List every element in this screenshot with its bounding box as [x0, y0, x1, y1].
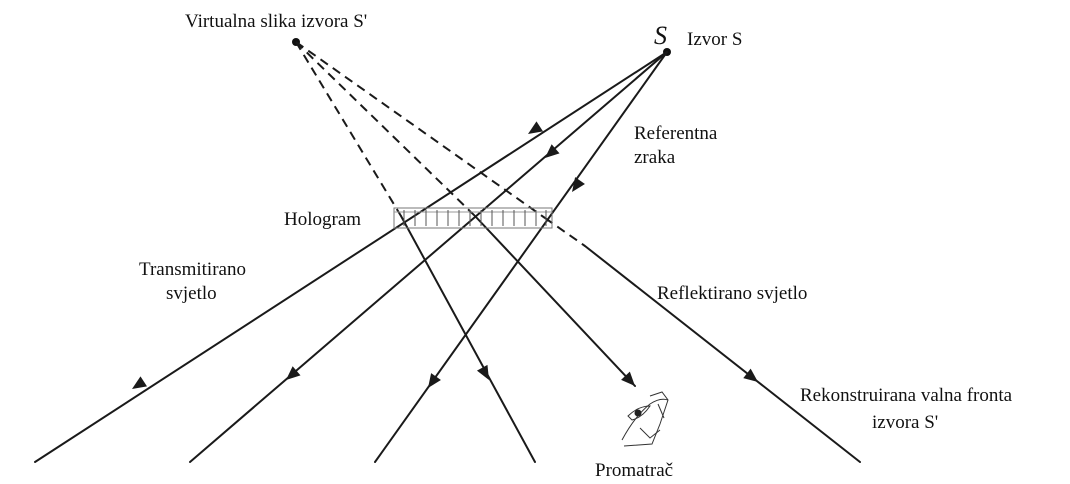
- hologram-label: Hologram: [284, 209, 361, 230]
- arrow-ref-2-upper: [545, 144, 560, 158]
- reference-beam-label-line2: zraka: [634, 147, 676, 168]
- source-label: Izvor S: [687, 29, 742, 50]
- observer-cheek: [639, 427, 661, 439]
- hologram-fringes: [403, 210, 547, 226]
- arrow-ref-1-lower: [132, 376, 148, 389]
- arrow-ref-2-lower: [286, 366, 301, 380]
- arrow-ref-3-lower: [428, 373, 441, 388]
- reference-arrows: [132, 121, 585, 389]
- reference-ray-2: [189, 51, 668, 463]
- eye-icon: [621, 391, 669, 447]
- arrow-rec-3: [743, 368, 758, 382]
- observer-head-outline: [623, 391, 669, 447]
- virtual-dashed-ray-3: [295, 41, 546, 219]
- reconstructed-wavefront-label-line2: izvora S': [872, 412, 938, 433]
- transmitted-light-label-line2: svjetlo: [166, 283, 217, 304]
- transmitted-light-label-line1: Transmitirano: [139, 259, 246, 280]
- source-letter-label: S: [654, 21, 667, 50]
- observer-brow: [657, 403, 665, 419]
- arrow-rec-1: [476, 364, 489, 380]
- reference-beam-label-line1: Referentna: [634, 123, 718, 144]
- reflected-light-label: Reflektirano svjetlo: [657, 283, 807, 304]
- hologram-plate-outline: [393, 207, 553, 229]
- observer-eye-outline: [627, 405, 651, 421]
- reference-ray-3: [374, 51, 668, 463]
- reconstructed-ray-1: [400, 215, 536, 463]
- observer-pupil: [634, 409, 642, 417]
- reconstructed-ray-2: [474, 215, 636, 387]
- hologram-plate: [393, 207, 553, 229]
- observer-face-outline: [621, 398, 669, 441]
- reconstructed-arrows: [476, 364, 758, 386]
- reconstructed-ray-3: [584, 245, 861, 463]
- virtual-dashed-ray-1: [295, 41, 402, 217]
- reference-ray-1: [34, 51, 668, 463]
- virtual-image-label: Virtualna slika izvora S': [185, 11, 367, 32]
- arrow-rec-2: [621, 371, 635, 386]
- reconstructed-wavefront-label-line1: Rekonstruirana valna fronta: [800, 385, 1013, 406]
- arrow-ref-1-upper: [528, 121, 544, 134]
- virtual-dashed-ray-2: [295, 41, 476, 217]
- observer-label: Promatrač: [595, 460, 673, 481]
- virtual-dashed-ray-3-ext: [544, 217, 586, 247]
- arrow-ref-3-upper: [572, 177, 585, 192]
